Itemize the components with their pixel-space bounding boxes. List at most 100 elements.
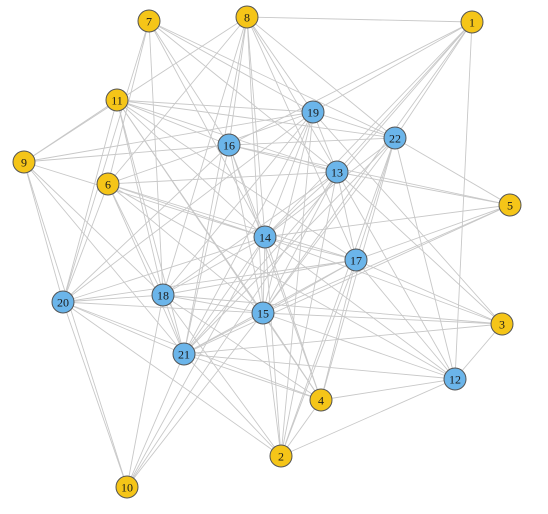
edge-11-21	[116, 99, 185, 355]
node-4: 4	[309, 388, 333, 412]
edge-20-2	[62, 301, 282, 457]
edge-20-15	[62, 301, 264, 314]
node-label: 22	[389, 132, 401, 146]
node-label: 17	[350, 254, 362, 268]
edge-10-21	[126, 353, 185, 488]
edge-12-3	[454, 323, 503, 380]
node-circle	[383, 126, 407, 150]
edge-19-2	[280, 111, 314, 457]
edge-11-22	[116, 99, 396, 139]
edge-14-17	[264, 236, 357, 261]
edge-16-22	[228, 137, 396, 146]
node-14: 14	[253, 225, 277, 249]
node-6: 6	[96, 172, 120, 196]
edge-14-12	[264, 236, 456, 380]
edge-6-13	[107, 171, 338, 185]
edge-18-3	[162, 294, 503, 325]
edge-6-15	[107, 183, 264, 314]
edge-3-14	[264, 236, 503, 325]
edge-18-15	[162, 294, 264, 314]
edge-20-10	[62, 301, 128, 488]
node-2: 2	[269, 444, 293, 468]
edge-9-11	[23, 99, 118, 163]
edge-9-19	[23, 111, 314, 163]
node-9: 9	[12, 150, 36, 174]
edge-16-15	[228, 144, 264, 314]
edge-6-18	[107, 183, 164, 296]
edge-22-5	[394, 137, 511, 206]
edge-6-12	[107, 183, 456, 380]
node-circle	[235, 5, 259, 29]
node-label: 14	[259, 231, 271, 245]
edge-16-21	[183, 144, 230, 355]
edge-13-3	[336, 171, 503, 325]
edge-11-20	[62, 99, 118, 303]
edge-11-16	[116, 99, 230, 146]
node-circle	[301, 100, 325, 124]
edge-11-19	[116, 99, 314, 113]
node-circle	[217, 133, 241, 157]
edge-8-16	[228, 16, 248, 146]
node-circle	[96, 172, 120, 196]
edge-19-14	[264, 111, 314, 238]
node-15: 15	[251, 301, 275, 325]
edge-6-21	[107, 183, 185, 355]
node-circle	[309, 388, 333, 412]
edge-15-3	[262, 312, 503, 325]
edge-8-14	[246, 16, 266, 238]
edge-14-20	[62, 236, 266, 303]
node-label: 4	[318, 394, 324, 408]
edge-15-21	[183, 312, 264, 355]
node-label: 6	[105, 178, 111, 192]
edge-1-16	[228, 21, 473, 146]
edge-8-13	[246, 16, 338, 173]
edge-18-4	[162, 294, 322, 401]
edge-15-12	[262, 312, 456, 380]
edge-5-17	[355, 204, 511, 261]
edge-8-18	[162, 16, 248, 296]
edge-18-2	[162, 294, 282, 457]
edge-11-4	[116, 99, 322, 401]
node-label: 15	[257, 307, 269, 321]
edge-16-5	[228, 144, 511, 206]
node-circle	[137, 9, 161, 33]
node-label: 16	[223, 139, 235, 153]
node-label: 18	[157, 289, 169, 303]
edge-22-14	[264, 137, 396, 238]
node-22: 22	[383, 126, 407, 150]
edge-9-18	[23, 161, 164, 296]
edge-11-14	[116, 99, 266, 238]
node-circle	[325, 160, 349, 184]
node-13: 13	[325, 160, 349, 184]
node-circle	[105, 88, 129, 112]
edge-7-20	[62, 20, 150, 303]
edge-22-2	[280, 137, 396, 457]
node-19: 19	[301, 100, 325, 124]
node-circle	[51, 290, 75, 314]
node-circle	[460, 10, 484, 34]
edge-22-17	[355, 137, 396, 261]
node-3: 3	[490, 312, 514, 336]
edge-8-15	[246, 16, 264, 314]
node-circle	[344, 248, 368, 272]
node-7: 7	[137, 9, 161, 33]
node-circle	[253, 225, 277, 249]
node-label: 21	[178, 348, 190, 362]
edge-9-14	[23, 161, 266, 238]
node-label: 2	[278, 450, 284, 464]
node-circle	[151, 283, 175, 307]
edge-17-4	[320, 259, 357, 401]
edge-9-20	[23, 161, 64, 303]
node-label: 1	[469, 16, 475, 30]
node-8: 8	[235, 5, 259, 29]
edge-7-13	[148, 20, 338, 173]
edge-9-16	[23, 144, 230, 163]
edge-6-19	[107, 111, 314, 185]
node-circle	[443, 367, 467, 391]
edge-8-6	[107, 16, 248, 185]
edge-9-21	[23, 161, 185, 355]
node-label: 12	[449, 373, 461, 387]
edge-8-17	[246, 16, 357, 261]
